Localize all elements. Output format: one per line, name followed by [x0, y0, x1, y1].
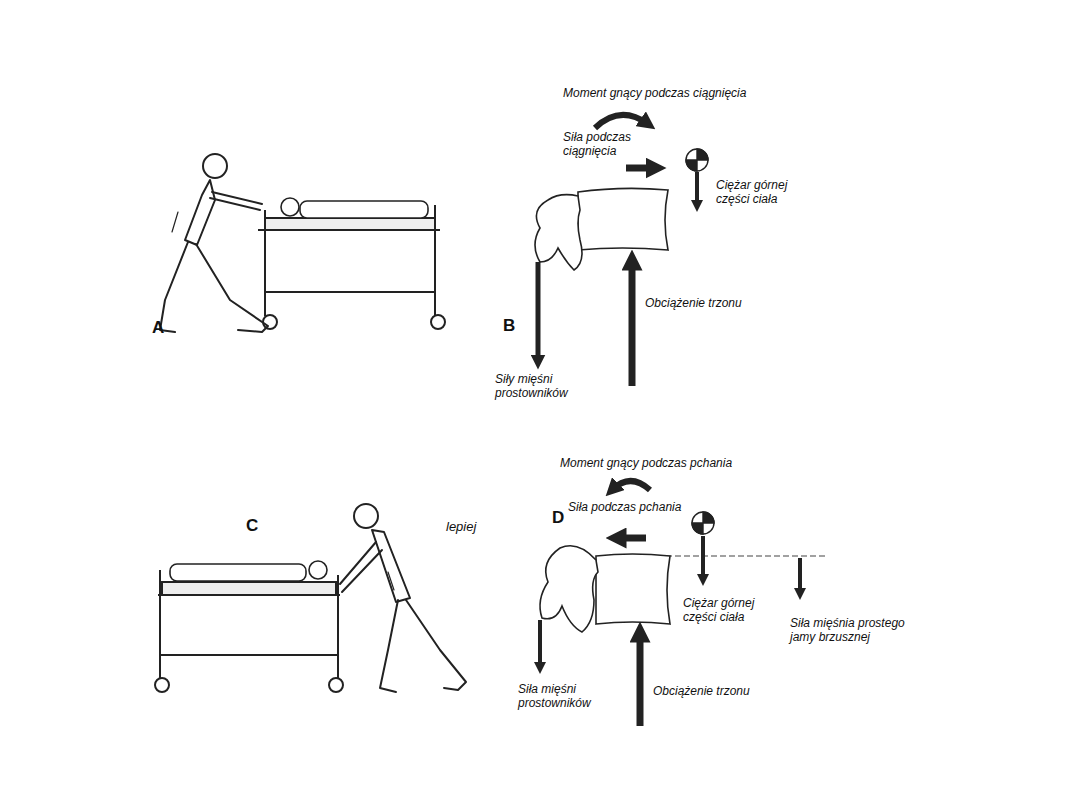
cart-a — [258, 205, 445, 329]
center-of-mass-d — [692, 512, 714, 534]
weight-label: Ciężar górnej części ciała — [716, 178, 804, 206]
panel-letter: D — [552, 508, 564, 527]
muscle-label: Siła mięśnia prostego jamy brzusznej — [790, 616, 922, 644]
weight-label: Ciężar górnej części ciała — [683, 596, 771, 624]
muscle-label: Siła mięśni prostowników — [518, 682, 610, 710]
panel-letter: C — [246, 516, 258, 535]
patient-a — [281, 198, 428, 218]
patient-c — [170, 561, 327, 581]
center-of-mass-b — [686, 149, 708, 171]
verdict-label: lepiej — [446, 520, 476, 534]
person-pulling — [160, 154, 268, 332]
muscle-label: Siły mięśni prostowników — [495, 372, 587, 400]
cart-c — [155, 570, 343, 692]
panel-letter: B — [503, 316, 515, 335]
load-label: Obciążenie trzonu — [645, 296, 742, 310]
moment-label: Moment gnący podczas pchania — [560, 456, 732, 470]
vertebra-d — [540, 546, 670, 632]
moment-label: Moment gnący podczas ciągnięcia — [563, 86, 746, 100]
force-arrows-b — [538, 115, 697, 386]
force-label: Siła podczas ciągnięcia — [563, 130, 643, 158]
vertebra-b — [535, 188, 668, 270]
load-label: Obciążenie trzonu — [653, 684, 750, 698]
panel-letter: A — [152, 318, 164, 337]
force-arrows-d — [540, 481, 800, 726]
force-label: Siła podczas pchania — [568, 500, 681, 514]
